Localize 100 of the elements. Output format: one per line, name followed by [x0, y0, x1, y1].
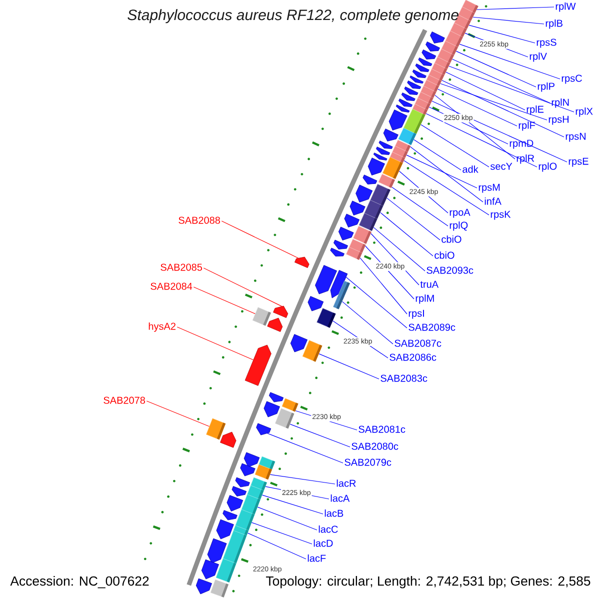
gene-label: SAB2089c — [408, 324, 456, 331]
gene-pentagon — [398, 98, 413, 107]
leader-line — [221, 220, 299, 258]
gene-pentagon — [256, 423, 272, 436]
gene-label: SAB2085 — [160, 264, 202, 271]
leader-line — [446, 72, 526, 110]
gene-label: SAB2088 — [178, 216, 220, 224]
gene-box — [210, 579, 229, 598]
gene-pentagon — [222, 510, 238, 520]
gene-label: rplO — [538, 162, 557, 172]
gene-label: lacF — [308, 554, 326, 562]
gene-pentagon — [401, 92, 416, 101]
gene-pentagon — [430, 32, 445, 44]
gene-pentagon — [315, 265, 337, 294]
gene-label: rpsH — [548, 116, 568, 125]
leader-line — [414, 139, 462, 170]
gene-label: adk — [462, 165, 478, 173]
gene-pentagon — [330, 248, 344, 256]
leader-line — [438, 88, 518, 126]
gene-label: SAB2080c — [352, 442, 398, 450]
gene-pentagon — [267, 318, 283, 332]
gene-label: rpoA — [450, 208, 470, 218]
leader-line — [456, 50, 536, 88]
gene-pentagon — [410, 76, 424, 84]
gene-label: SAB2078 — [104, 396, 146, 404]
gene-label: rpsI — [408, 310, 424, 319]
leader-line — [193, 286, 256, 314]
leader-line — [459, 44, 560, 80]
gene-label: SAB2086c — [390, 354, 436, 361]
gene-label: rplE — [526, 105, 544, 115]
gene-label: cbiO — [442, 235, 462, 243]
gene-label: lacR — [336, 479, 356, 487]
leader-line — [360, 258, 408, 314]
gene-pentagon — [207, 538, 227, 564]
leader-line — [203, 268, 282, 307]
gene-label: lacB — [324, 509, 344, 517]
gene-label: SAB2087c — [394, 340, 442, 347]
gene-box — [398, 128, 416, 146]
gene-box — [316, 308, 336, 328]
gene-label: rplN — [552, 98, 569, 108]
gene-pentagon — [330, 270, 348, 298]
leader-line — [432, 100, 568, 162]
gene-label: rplF — [518, 121, 536, 131]
leader-line — [176, 326, 254, 360]
gene-label: rpsM — [478, 184, 500, 193]
leader-line — [410, 146, 484, 202]
gene-label: infA — [484, 197, 502, 205]
leader-line — [440, 83, 548, 120]
gene-label: cbiO — [434, 251, 454, 259]
gene-label: rplQ — [450, 221, 468, 231]
gene-pentagon — [264, 401, 280, 418]
gene-pentagon — [201, 559, 219, 580]
gene-label: rpsE — [568, 158, 588, 167]
gene-pentagon — [422, 50, 436, 60]
genome-summary-text: Topology: circular; Length: 2,742,531 bp; Genes: 2,585 — [264, 574, 592, 590]
gene-label: SAB2083c — [380, 374, 428, 382]
gene-pentagon — [308, 296, 324, 312]
gene-pentagon — [396, 104, 410, 113]
gene-box — [353, 226, 372, 244]
leader-line — [472, 16, 544, 24]
gene-label: rplB — [546, 19, 562, 29]
gene-label: SAB2081c — [358, 426, 406, 433]
gene-pentagon — [373, 152, 388, 160]
gene-label: truA — [420, 280, 439, 288]
leader-line — [442, 80, 564, 138]
leader-line — [342, 301, 394, 344]
gene-pentagon — [378, 140, 393, 149]
gene-pentagon — [235, 477, 250, 488]
leader-line — [373, 227, 426, 272]
title: Staphylococcus aureus RF122, complete genome — [128, 9, 458, 24]
gene-pentagon — [232, 486, 247, 496]
gene-pentagon — [407, 80, 422, 89]
gene-pentagon — [344, 214, 360, 228]
gene-label: lacC — [318, 525, 338, 533]
gene-pentagon — [415, 64, 430, 72]
gene-box — [282, 398, 298, 412]
gene-label: rplP — [538, 82, 554, 92]
gene-pentagon — [334, 240, 348, 250]
gene-pentagon — [226, 495, 244, 512]
leader-line — [262, 494, 324, 514]
gene-label: rpsC — [562, 74, 582, 84]
leader-line — [386, 198, 440, 240]
gene-pentagon — [412, 70, 426, 78]
leader-line — [318, 353, 380, 380]
gene-pentagon — [404, 86, 418, 95]
leader-line — [452, 58, 550, 104]
gene-box — [275, 408, 294, 429]
gene-pentagon — [244, 452, 260, 468]
gene-pentagon — [196, 578, 212, 594]
gene-pentagon — [220, 432, 236, 448]
gene-pentagon — [376, 146, 390, 155]
gene-label: lacD — [314, 539, 333, 547]
gene-label: rplV — [530, 52, 547, 62]
gene-pentagon — [240, 463, 256, 476]
leader-line — [476, 6, 554, 10]
leader-line — [146, 400, 210, 427]
leader-line — [257, 506, 318, 530]
leader-line — [406, 154, 478, 188]
gene-pentagon — [273, 306, 288, 318]
leader-line — [270, 474, 336, 484]
